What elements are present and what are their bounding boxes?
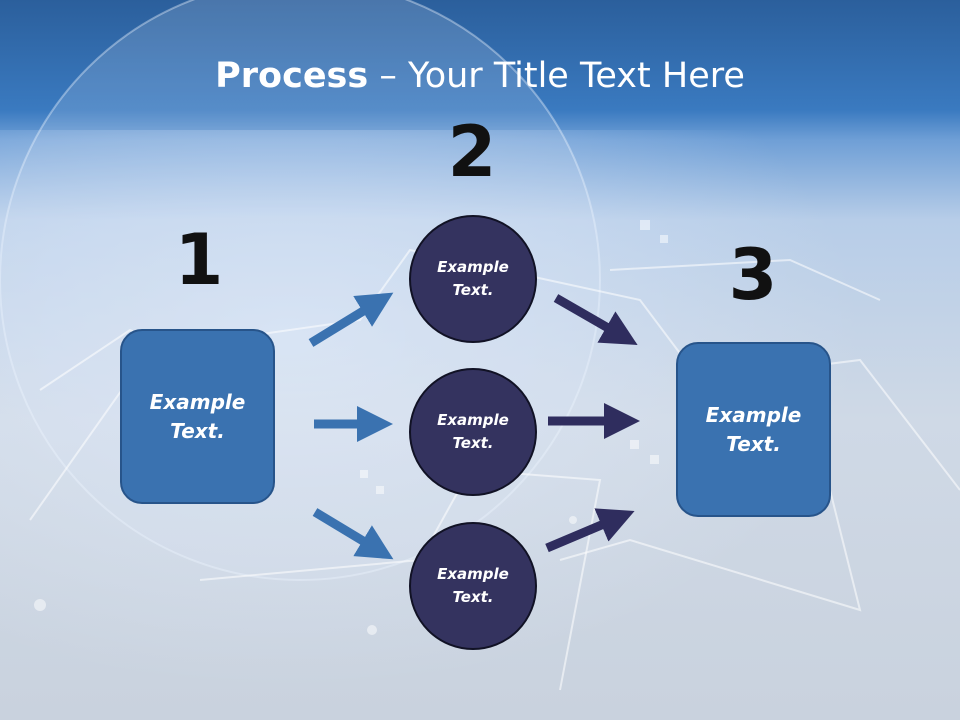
slide-title: Process – Your Title Text Here — [0, 52, 960, 100]
arrow-top-to-3 — [553, 294, 638, 345]
title-separator: – — [368, 56, 408, 96]
step-1-box: Example Text. — [120, 329, 275, 504]
step-3-box: Example Text. — [676, 342, 831, 517]
node-top: Example Text. — [409, 215, 537, 343]
step-number-3: 3 — [728, 234, 778, 316]
step-1-label: Example Text. — [149, 389, 246, 443]
node-bottom: Example Text. — [409, 522, 537, 650]
node-bottom-label: Example Text. — [437, 565, 509, 606]
step-3-label: Example Text. — [705, 402, 802, 456]
title-bold: Process — [215, 56, 369, 96]
arrow-bottom-to-3 — [545, 508, 635, 553]
node-middle: Example Text. — [409, 368, 537, 496]
arrow-1-to-bottom — [312, 508, 394, 560]
title-rest: Your Title Text Here — [407, 56, 745, 96]
node-top-label: Example Text. — [437, 258, 509, 299]
step-number-1: 1 — [174, 219, 224, 301]
node-middle-label: Example Text. — [437, 411, 509, 452]
arrow-1-to-top — [308, 292, 394, 347]
step-number-2: 2 — [447, 111, 497, 193]
